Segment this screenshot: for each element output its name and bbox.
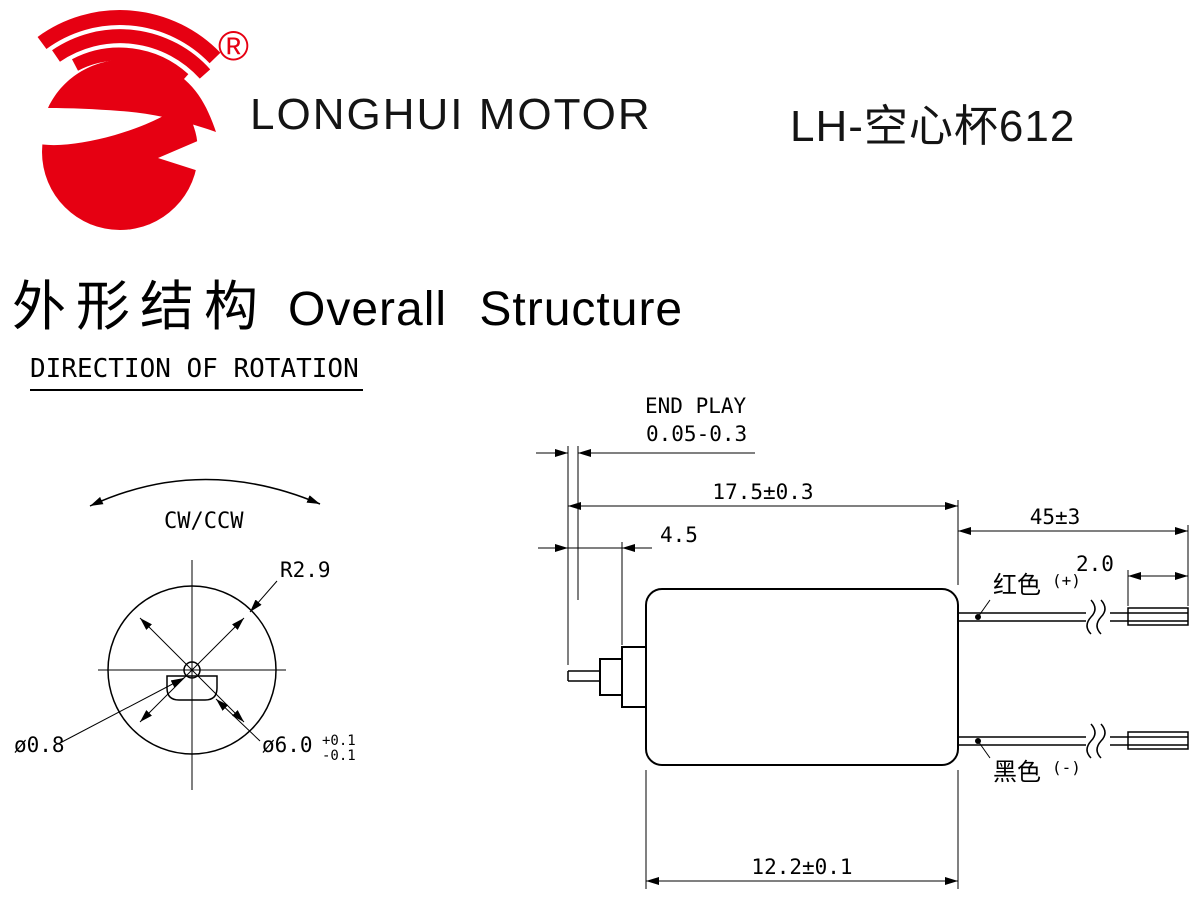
direction-of-rotation-heading: DIRECTION OF ROTATION	[30, 354, 363, 391]
boss-dia-leader-line	[215, 698, 261, 742]
bearing-hub	[599, 658, 623, 696]
radius-leader-line	[249, 580, 278, 613]
dim-shaft-dia-label: ø0.8	[14, 733, 65, 757]
black-wire-polarity: (-)	[1052, 758, 1081, 777]
section-title-cn: 外形结构	[12, 277, 268, 337]
end-cap-flange	[621, 646, 647, 708]
red-lead-wire	[958, 599, 1189, 635]
tip-length-value: 2.0	[1076, 552, 1114, 576]
wire-break-icon	[1096, 723, 1106, 759]
dim-total-length: 17.5±0.3	[568, 480, 959, 585]
red-wire-label: 红色	[993, 572, 1041, 599]
brand-name: LONGHUI MOTOR	[250, 90, 652, 139]
front-view: CW/CCW R2.9 ø0.8 ø6.0 +0.1 -0.1	[14, 478, 356, 790]
black-wire-label: 黑色	[993, 759, 1041, 786]
dim-tip-length: 2.0	[1076, 552, 1188, 606]
wire-break-icon	[1086, 723, 1096, 759]
end-play-value: 0.05-0.3	[646, 422, 747, 446]
body-length-value: 12.2±0.1	[751, 855, 852, 879]
dim-end-play: END PLAY 0.05-0.3	[536, 394, 755, 665]
black-lead-wire	[958, 723, 1189, 759]
dim-body-length: 12.2±0.1	[645, 770, 959, 889]
black-lead-tinned-end	[1127, 731, 1189, 750]
wire-break-icon	[1096, 599, 1106, 635]
logo-signal-arcs-icon	[37, 10, 221, 84]
front-view-centerlines	[98, 560, 286, 790]
dim-shaft-length: 4.5	[538, 523, 698, 645]
shaft-length-value: 4.5	[660, 523, 698, 547]
wire-break-icon	[1086, 599, 1096, 635]
dim-lead-length: 45±3	[958, 505, 1189, 606]
total-length-value: 17.5±0.3	[712, 480, 813, 504]
section-title-en: Overall Structure	[288, 283, 684, 336]
longhui-logo: ®	[25, 10, 249, 230]
dim-radius-label: R2.9	[280, 558, 331, 582]
registered-trademark-icon: ®	[218, 22, 249, 69]
lead-length-value: 45±3	[1030, 505, 1081, 529]
section-title: 外形结构 Overall Structure	[12, 262, 683, 341]
red-wire-polarity: (+)	[1052, 571, 1081, 590]
rotation-direction-label: CW/CCW	[164, 509, 244, 534]
model-number: LH-空心杯612	[790, 102, 1076, 151]
shaft-dia-leader-line	[59, 677, 185, 744]
logo-bird-icon	[25, 59, 216, 230]
boss-dia-lower-tolerance: -0.1	[322, 748, 356, 764]
rotation-envelope-circle	[107, 585, 277, 755]
dim-boss-dia-label: ø6.0	[262, 733, 313, 757]
motor-body-outline	[645, 588, 959, 766]
side-view: 红色 (+) 黑色 (-) END PLAY 0.05-0.3 17.5±0.3	[536, 394, 1189, 889]
rotation-direction-arc	[89, 478, 321, 507]
end-play-label: END PLAY	[645, 394, 747, 418]
red-lead-tinned-end	[1127, 607, 1189, 626]
shaft-lines	[567, 670, 600, 682]
boss-dia-upper-tolerance: +0.1	[322, 733, 356, 749]
